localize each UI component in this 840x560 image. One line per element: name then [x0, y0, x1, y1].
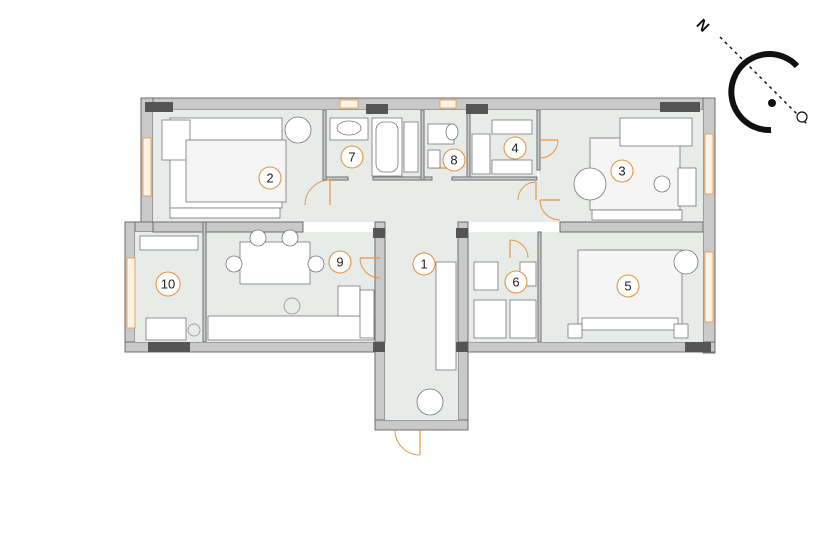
room-3-label: 3	[610, 159, 634, 183]
window-room-2	[142, 137, 152, 197]
svg-text:8: 8	[450, 153, 457, 168]
study-furniture	[573, 117, 697, 221]
hall-area	[323, 180, 539, 222]
window-room-3	[704, 133, 714, 195]
room-8-label: 8	[442, 148, 466, 172]
svg-text:6: 6	[512, 275, 519, 290]
corridor-furniture	[416, 261, 457, 416]
room-1-label: 1	[412, 252, 436, 276]
window-room-10	[126, 257, 136, 329]
window-top-b	[439, 99, 457, 109]
wc-fixtures	[427, 123, 459, 169]
room-10-label: 10	[155, 271, 181, 297]
room-6-label: 6	[504, 270, 528, 294]
interior-walls	[152, 109, 704, 343]
balcony-furniture	[139, 235, 201, 341]
kitchen-furniture	[207, 229, 375, 341]
svg-text:1: 1	[420, 257, 427, 272]
svg-text:9: 9	[336, 255, 343, 270]
compass-center-dot	[768, 99, 776, 107]
north-label: N	[693, 16, 713, 36]
bathroom-6-fixtures	[473, 261, 537, 339]
doors	[304, 139, 561, 456]
room-2-label: 2	[258, 166, 282, 190]
svg-text:5: 5	[624, 279, 631, 294]
svg-text:4: 4	[511, 141, 518, 156]
bathroom-fixtures	[329, 117, 419, 177]
svg-text:3: 3	[618, 164, 625, 179]
svg-text:10: 10	[161, 277, 175, 292]
svg-text:2: 2	[266, 171, 273, 186]
windows	[126, 99, 714, 329]
bedroom-furniture	[161, 116, 312, 219]
storage-fixtures	[471, 119, 533, 175]
room-4-label: 4	[503, 136, 527, 160]
structural-columns	[145, 102, 711, 352]
room-9-label: 9	[328, 250, 352, 274]
room-5-label: 5	[616, 274, 640, 298]
svg-text:7: 7	[348, 150, 355, 165]
room-7-label: 7	[340, 145, 364, 169]
window-top-a	[339, 99, 359, 109]
window-room-5	[704, 251, 714, 323]
room-numbers: 1 2 3 4 5 6 7 8	[155, 136, 640, 298]
